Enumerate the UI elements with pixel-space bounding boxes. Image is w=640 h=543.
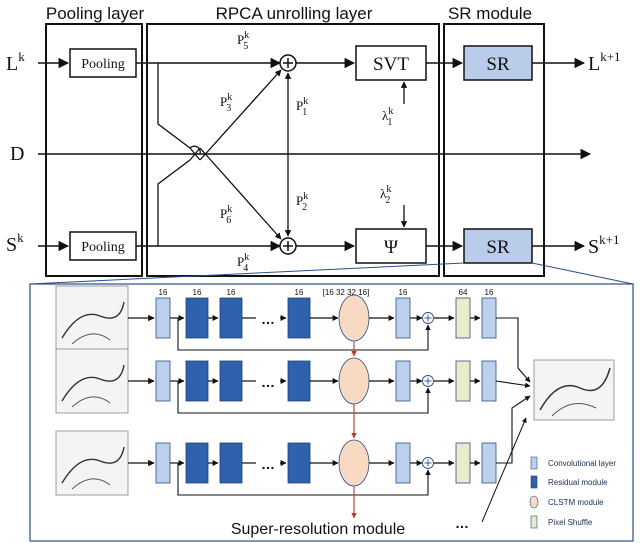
sr-block-bottom-label: SR bbox=[486, 237, 510, 258]
sr-block-top-label: SR bbox=[486, 54, 510, 75]
arrow-p6 bbox=[199, 147, 282, 240]
legend-label: Residual module bbox=[548, 478, 608, 487]
residual-module bbox=[287, 360, 311, 402]
arrow-p3 bbox=[199, 69, 282, 161]
cross-link-s bbox=[157, 159, 191, 246]
residual-module bbox=[185, 360, 209, 402]
residual-module-icon bbox=[530, 475, 538, 489]
pooling-layer-title: Pooling layer bbox=[46, 4, 145, 23]
pooling-block-bottom bbox=[69, 231, 137, 261]
conv-layer bbox=[395, 442, 411, 484]
arrow-more-frames bbox=[481, 417, 527, 523]
conv-layer bbox=[155, 360, 171, 402]
layer-ellipsis: … bbox=[261, 456, 275, 472]
conv-layer bbox=[481, 360, 497, 402]
clstm-module bbox=[338, 294, 370, 342]
sr-module-frame bbox=[443, 23, 545, 277]
channel-count-label: 16 bbox=[193, 288, 202, 297]
residual-module bbox=[185, 442, 209, 484]
skip-connection bbox=[177, 381, 431, 414]
svt-block-label: SVT bbox=[373, 54, 409, 75]
pooling-block-bottom-label: Pooling bbox=[81, 240, 125, 255]
conv-layer bbox=[155, 297, 171, 339]
channel-count-label: 16 bbox=[295, 288, 304, 297]
input-frame-thumbnail bbox=[55, 348, 129, 414]
legend-label: CLSTM module bbox=[548, 498, 604, 507]
pixel-shuffle-icon bbox=[530, 515, 538, 529]
input-frame-thumbnail bbox=[55, 285, 129, 351]
channel-count-label: 16 bbox=[159, 288, 168, 297]
caption-ellipsis: … bbox=[455, 515, 469, 531]
conv-layer bbox=[155, 442, 171, 484]
residual-module bbox=[287, 442, 311, 484]
pooling-block-top bbox=[69, 48, 137, 78]
input-l-label: Lk bbox=[6, 49, 25, 75]
pooling-block-top-label: Pooling bbox=[81, 57, 125, 72]
clstm-module bbox=[338, 439, 370, 487]
svt-block bbox=[355, 45, 427, 81]
rpca-layer-frame bbox=[146, 23, 440, 277]
clstm-module-icon bbox=[529, 495, 539, 509]
psi-block-label: Ψ bbox=[384, 237, 398, 258]
sr-detail-content: … … … 16 16 16 16 [16 32 32 16] 16 64 16Convolutio… bbox=[55, 285, 616, 529]
skip-connection bbox=[177, 463, 431, 496]
sr-block-top bbox=[463, 45, 533, 81]
pixel-shuffle-layer bbox=[455, 297, 471, 339]
output-s-label: Sk+1 bbox=[588, 232, 619, 258]
output-l-label: Lk+1 bbox=[588, 49, 621, 75]
pixel-shuffle-layer bbox=[455, 360, 471, 402]
merge-arrow-1 bbox=[496, 317, 531, 383]
channel-count-label: 16 bbox=[227, 288, 236, 297]
legend-label: Convolutional layer bbox=[548, 459, 616, 468]
residual-module bbox=[185, 297, 209, 339]
channel-count-label: [16 32 32 16] bbox=[323, 288, 370, 297]
zoom-line-left bbox=[29, 262, 465, 285]
residual-module bbox=[219, 297, 243, 339]
residual-module bbox=[219, 360, 243, 402]
cross-link-l bbox=[157, 63, 191, 149]
sr-block-bottom bbox=[463, 228, 533, 264]
sr-detail-caption: Super-resolution module bbox=[231, 521, 405, 538]
pixel-shuffle-layer bbox=[455, 442, 471, 484]
skip-connection bbox=[177, 318, 431, 351]
channel-count-label: 64 bbox=[459, 288, 468, 297]
output-frame-thumbnail bbox=[533, 359, 615, 421]
pooling-layer-frame bbox=[45, 23, 143, 277]
legend-label: Pixel Shuffle bbox=[548, 518, 593, 527]
input-d-label: D bbox=[10, 143, 24, 165]
input-s-label: Sk bbox=[6, 230, 24, 256]
conv-layer-icon bbox=[530, 456, 538, 470]
clstm-module bbox=[338, 357, 370, 405]
merge-arrow-3 bbox=[496, 395, 531, 464]
channel-count-label: 16 bbox=[399, 288, 408, 297]
input-frame-thumbnail bbox=[55, 430, 129, 496]
sr-module-title: SR module bbox=[448, 4, 532, 23]
layer-ellipsis: … bbox=[261, 374, 275, 390]
psi-block bbox=[355, 228, 427, 264]
channel-count-label: 16 bbox=[485, 288, 494, 297]
zoom-line-right bbox=[531, 262, 634, 285]
conv-layer bbox=[481, 442, 497, 484]
layer-ellipsis: … bbox=[261, 311, 275, 327]
merge-arrow-2 bbox=[495, 380, 531, 389]
conv-layer bbox=[395, 360, 411, 402]
residual-module bbox=[219, 442, 243, 484]
residual-module bbox=[287, 297, 311, 339]
rpca-layer-title: RPCA unrolling layer bbox=[216, 4, 373, 23]
conv-layer bbox=[395, 297, 411, 339]
conv-layer bbox=[481, 297, 497, 339]
